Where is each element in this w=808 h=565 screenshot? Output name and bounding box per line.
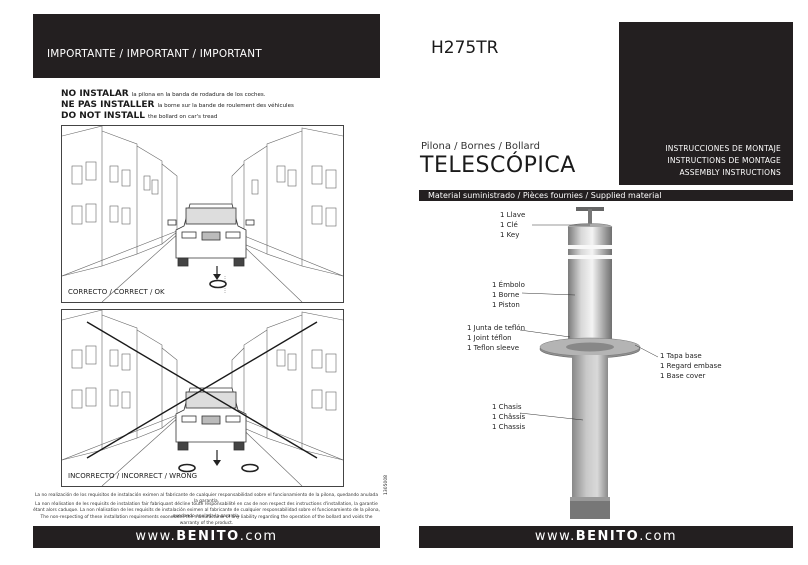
down-arrow-icon: [213, 460, 221, 466]
bollard-position-icon: [209, 279, 227, 289]
website-url-left[interactable]: www.BENITO.com: [33, 529, 380, 544]
url-brand: BENITO: [176, 529, 240, 544]
note-es: La no realización de los requisitos de i…: [34, 493, 379, 504]
incorrect-illustration-panel: INCORRECTO / INCORRECT / WRONG: [61, 309, 344, 487]
bollard-illustration: [539, 207, 641, 519]
bollard-position-icon: [241, 463, 259, 473]
callout-key: 1 Llave 1 Clé 1 Key: [500, 210, 525, 240]
warning-small-es: la pilona en la banda de rodadura de los…: [131, 92, 266, 98]
callout-base: 1 Tapa base 1 Regard embase 1 Base cover: [660, 351, 722, 381]
part-base-fr: 1 Regard embase: [660, 362, 722, 370]
footer-left: www.BENITO.com: [33, 526, 380, 548]
product-subtitle: Pilona / Bornes / Bollard: [421, 141, 540, 152]
warning-big-en: DO NOT INSTALL: [61, 111, 145, 121]
important-header-text: IMPORTANTE / IMPORTANT / IMPORTANT: [47, 48, 262, 60]
note-fr: La non réalisation de les requisits de i…: [33, 502, 380, 519]
street-scene-incorrect-illustration: [62, 310, 343, 486]
part-chassis-fr: 1 Châssis: [492, 413, 526, 421]
part-sleeve-en: 1 Teflon sleeve: [467, 344, 520, 352]
part-key-fr: 1 Clé: [500, 221, 518, 229]
warning-big-fr: NE PAS INSTALLER: [61, 100, 155, 110]
material-bar: Material suministrado / Pièces fournies …: [419, 190, 793, 201]
base-cover-icon: [539, 337, 641, 359]
warning-big-es: NO INSTALAR: [61, 89, 129, 99]
product-title: TELESCÓPICA: [420, 153, 576, 178]
part-key-en: 1 Key: [500, 231, 520, 239]
callout-piston: 1 Émbolo 1 Borne 1 Piston: [492, 280, 525, 310]
instructions-header: INSTRUCCIONES DE MONTAJE INSTRUCTIONS DE…: [619, 22, 793, 185]
part-chassis-es: 1 Chasis: [492, 403, 522, 411]
warning-small-en: the bollard on car's tread: [147, 114, 218, 120]
model-number: H275TR: [431, 38, 499, 58]
cross-mark-icon: [86, 321, 318, 459]
instructions-fr: INSTRUCTIONS DE MONTAGE: [667, 156, 781, 165]
part-sleeve-es: 1 Junta de teflón: [467, 324, 526, 332]
instructions-en: ASSEMBLY INSTRUCTIONS: [679, 168, 781, 177]
callout-sleeve: 1 Junta de teflón 1 Joint téflon 1 Teflo…: [467, 323, 525, 353]
url-suffix: .com: [239, 529, 278, 544]
warning-small-fr: la borne sur la bande de roulement des v…: [157, 103, 294, 109]
car-icon: [175, 387, 247, 451]
chassis-icon: [570, 355, 610, 519]
url-brand: BENITO: [575, 529, 640, 544]
url-suffix: .com: [639, 529, 678, 544]
part-chassis-en: 1 Chassis: [492, 423, 526, 431]
part-key-es: 1 Llave: [500, 211, 526, 219]
correct-illustration-panel: CORRECTO / CORRECT / OK: [61, 125, 344, 303]
part-sleeve-fr: 1 Joint téflon: [467, 334, 512, 342]
car-icon: [167, 203, 255, 267]
instructions-es: INSTRUCCIONES DE MONTAJE: [665, 144, 781, 153]
callout-lines: [519, 224, 659, 421]
bollard-position-icon: [178, 463, 196, 473]
part-base-en: 1 Base cover: [660, 372, 706, 380]
incorrect-label: INCORRECTO / INCORRECT / WRONG: [68, 472, 198, 480]
note-en: The non-respecting of these installation…: [40, 515, 373, 526]
part-piston-es: 1 Émbolo: [492, 281, 525, 289]
part-piston-fr: 1 Borne: [492, 291, 520, 299]
url-prefix: www.: [135, 529, 177, 544]
part-piston-en: 1 Piston: [492, 301, 520, 309]
footer-right: www.BENITO.com: [419, 526, 793, 548]
down-arrow-icon: [213, 274, 221, 280]
material-bar-text: Material suministrado / Pièces fournies …: [428, 191, 662, 200]
correct-label: CORRECTO / CORRECT / OK: [68, 288, 165, 296]
street-scene-correct-illustration: [62, 126, 343, 302]
callout-chassis: 1 Chasis 1 Châssis 1 Chassis: [492, 402, 525, 432]
important-header: IMPORTANTE / IMPORTANT / IMPORTANT: [33, 14, 380, 78]
part-base-es: 1 Tapa base: [660, 352, 702, 360]
url-prefix: www.: [534, 529, 576, 544]
key-icon: [576, 207, 604, 227]
website-url-right[interactable]: www.BENITO.com: [419, 529, 793, 544]
document-code: 1305008: [384, 474, 389, 495]
